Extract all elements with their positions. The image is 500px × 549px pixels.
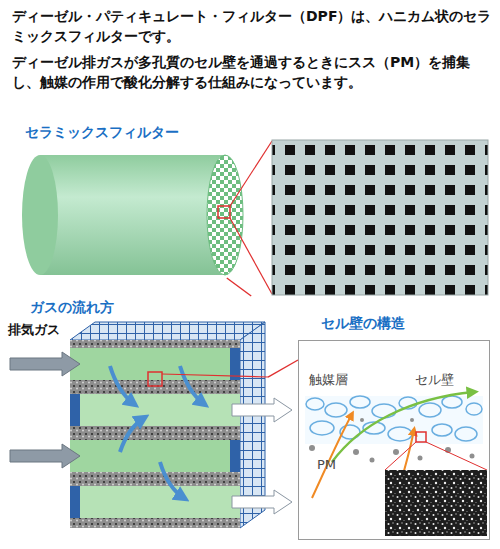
- structure-ground: [298, 340, 490, 540]
- diagram-node: セラミックスフィルター: [20, 124, 240, 278]
- zoom-leader: [162, 374, 268, 377]
- leader-line: [227, 278, 251, 296]
- outlet-channel: [70, 394, 240, 426]
- description-text: ディーゼル排ガスが多孔質のセル壁を通過するときにスス（PM）を捕集し、触媒の作用…: [12, 52, 494, 93]
- part-label: PM: [317, 457, 336, 472]
- channel-plug: [70, 394, 80, 426]
- part-label: 触媒層: [309, 371, 348, 389]
- description-text: ディーゼル・パティキュレート・フィルター（DPF）は、ハニカム状のセラミックスフ…: [12, 6, 494, 47]
- channel-plug: [230, 440, 240, 472]
- porous-wall: [70, 380, 240, 394]
- outlet-arrow: [232, 398, 292, 422]
- flow-arrow: [120, 418, 144, 452]
- flow-arrow: [160, 462, 184, 498]
- zoom-marker: [148, 372, 162, 386]
- pm-flow-arrow: [312, 414, 352, 498]
- block-top: [70, 322, 265, 340]
- zoom-leader: [385, 442, 416, 470]
- porous-wall: [70, 518, 240, 528]
- zoom-leader: [426, 442, 487, 470]
- cell-wall-illustration: [298, 340, 490, 540]
- flow-label: 排気ガス: [8, 321, 60, 339]
- flow-arrow: [180, 366, 204, 404]
- node-heading: ガスの流れ方: [30, 299, 114, 317]
- catalyst-layer: [305, 396, 483, 444]
- inlet-arrow: [10, 444, 80, 468]
- flow-block: [10, 322, 292, 528]
- gas-flow-arrow: [332, 392, 474, 462]
- porous-wall: [70, 472, 240, 486]
- filter-cylinder: [22, 155, 243, 275]
- node-heading: セル壁の構造: [321, 315, 405, 333]
- outlet-arrow: [232, 490, 292, 514]
- outlet-channel: [70, 486, 240, 518]
- honeycomb-face: [207, 155, 243, 275]
- leader-line: [268, 360, 298, 377]
- porous-grains: [306, 396, 482, 441]
- zoom-leader: [230, 218, 272, 294]
- diagram-node: ガスの流れ方: [28, 296, 268, 542]
- node-heading: セラミックスフィルター: [25, 124, 179, 142]
- diagram-node: セル壁の構造触媒層セル壁PM: [298, 340, 490, 540]
- inlet-channel: [70, 440, 240, 472]
- flow-arrow: [110, 366, 134, 404]
- cylinder-back: [22, 155, 58, 275]
- channel-plug: [70, 486, 80, 518]
- inlet-arrow: [10, 352, 80, 376]
- channel-plug: [230, 348, 240, 380]
- cylinder-body: [40, 155, 225, 275]
- zoom-marker: [416, 432, 426, 442]
- honeycomb-closeup: [272, 140, 488, 295]
- porous-wall: [70, 426, 240, 440]
- zoom-marker: [218, 206, 230, 218]
- zoom-leader: [230, 141, 272, 206]
- wall-closeup: [385, 470, 487, 536]
- soot-particles: [309, 418, 475, 463]
- part-label: セル壁: [415, 371, 454, 389]
- porous-wall: [70, 340, 240, 348]
